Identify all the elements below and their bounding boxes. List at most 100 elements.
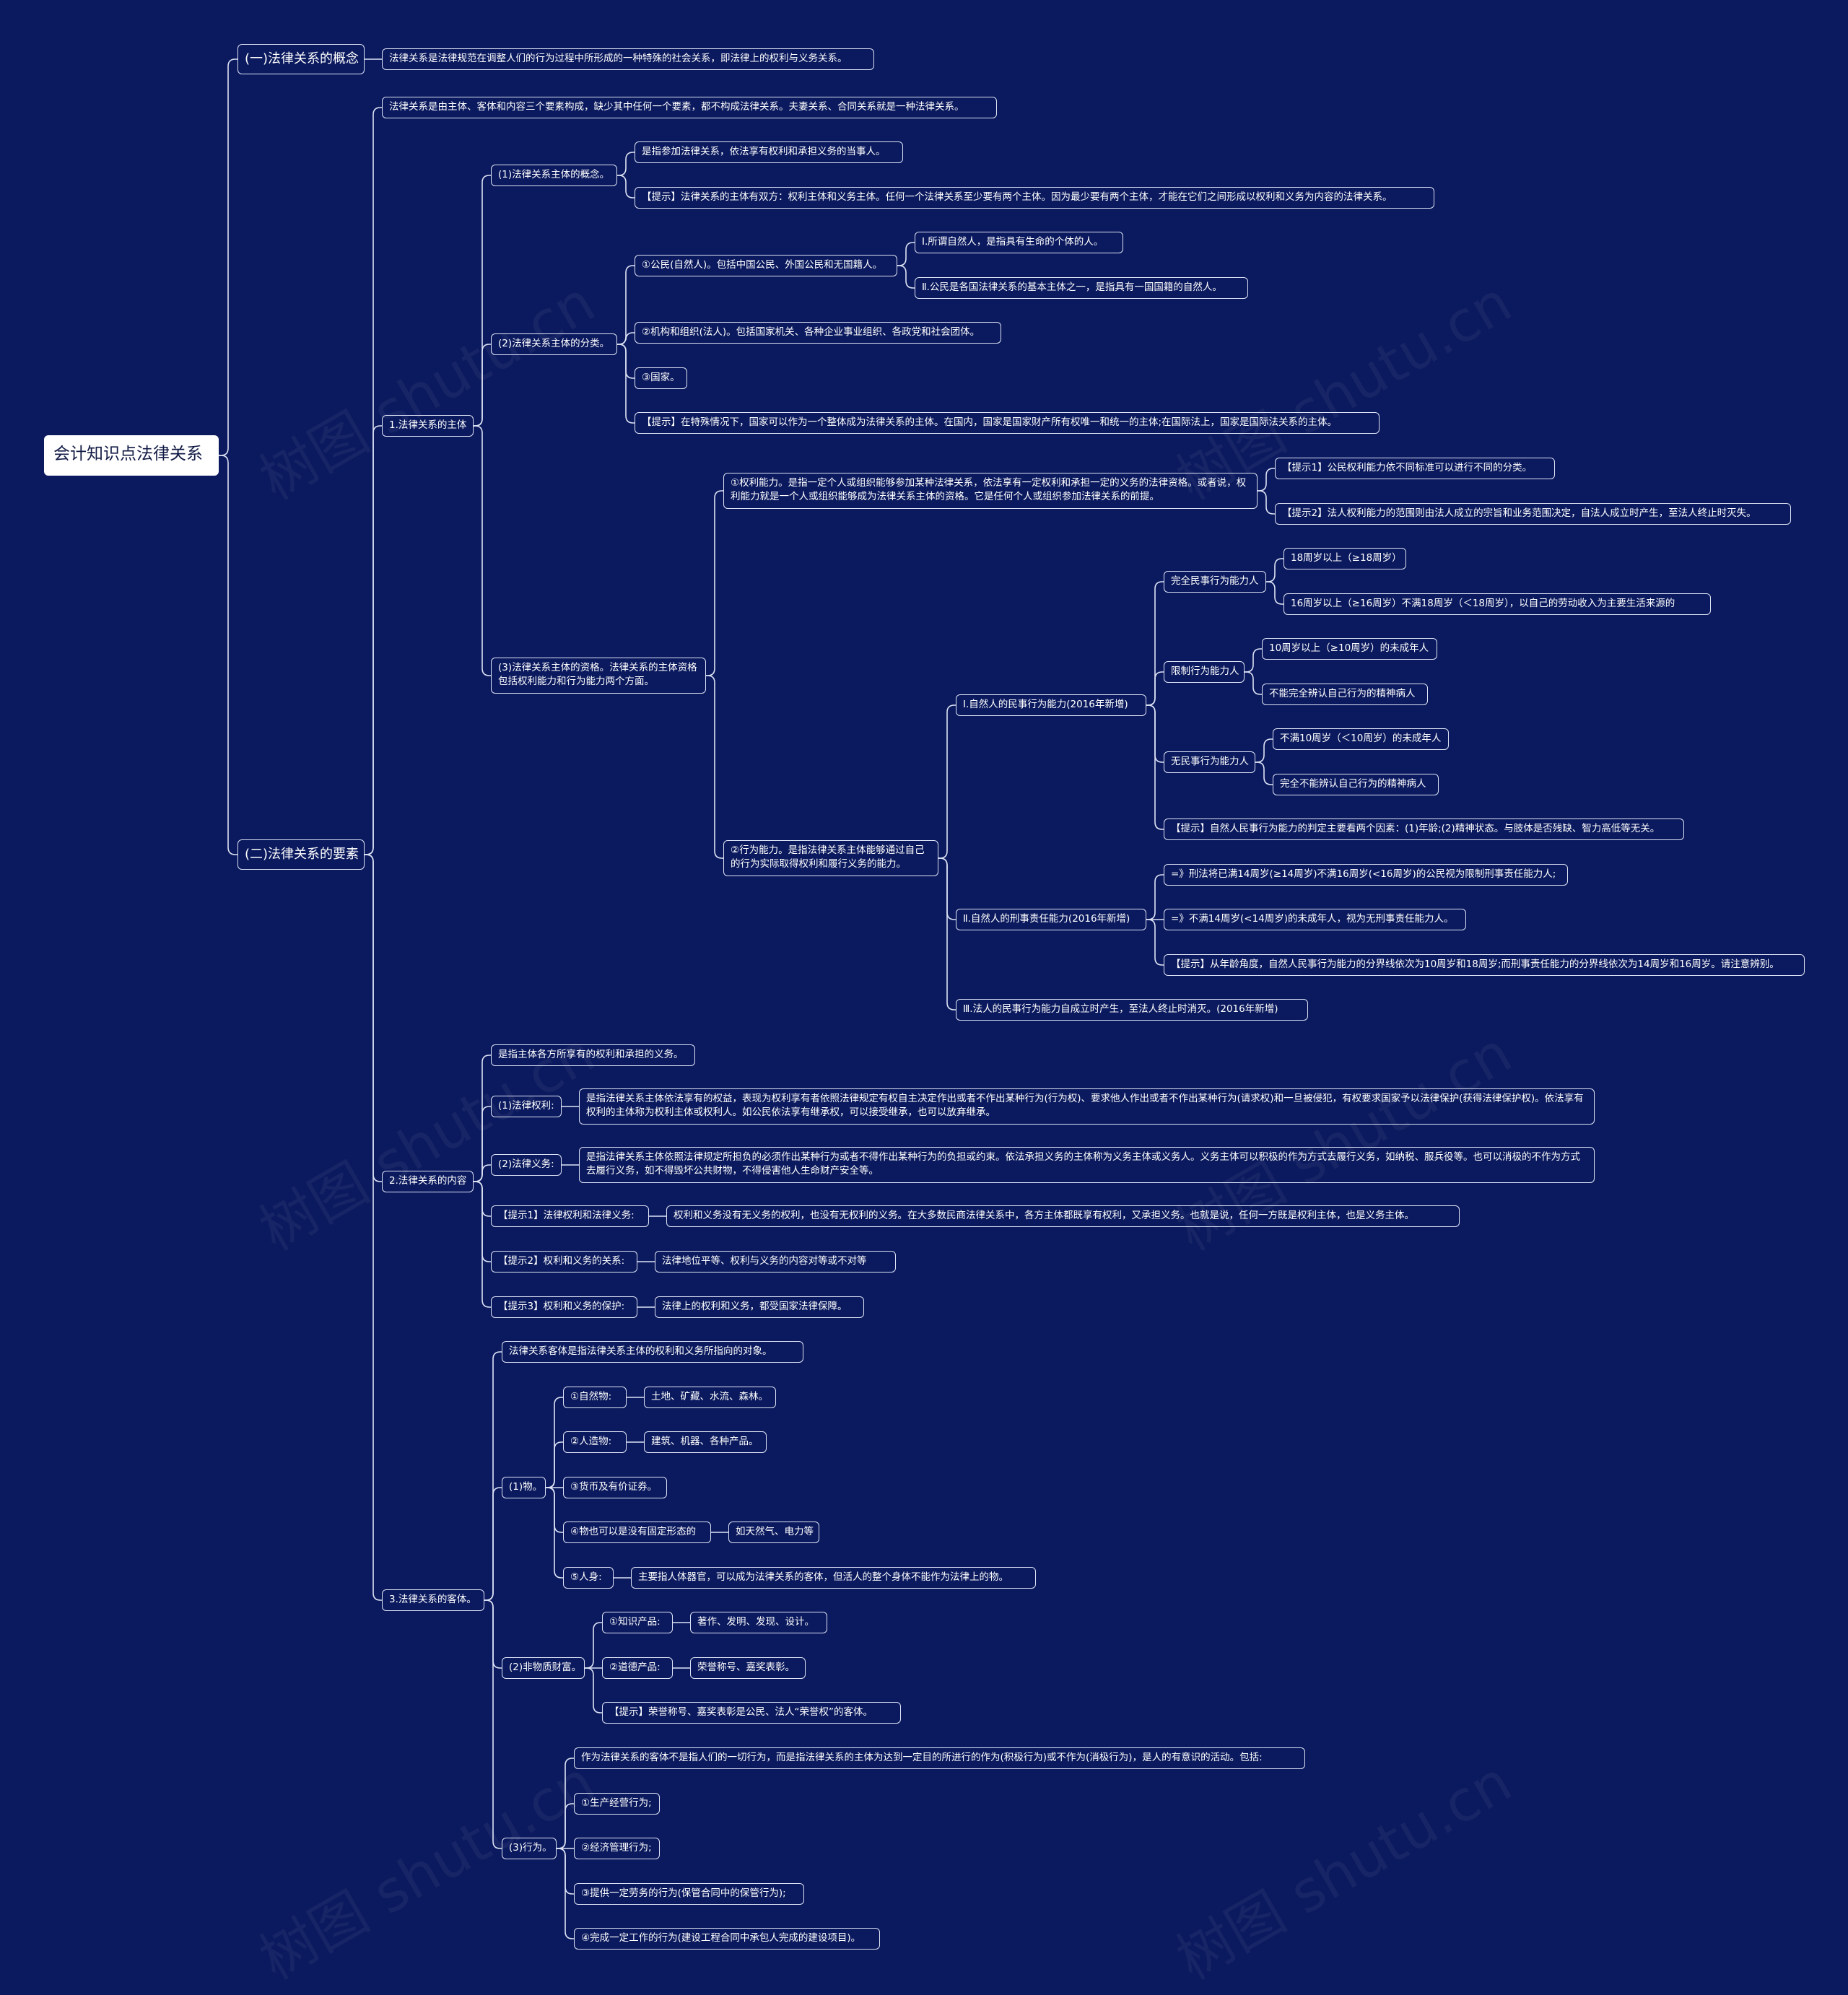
- legal-person-conduct[interactable]: Ⅲ.法人的民事行为能力自成立时产生，至法人终止时消灭。(2016年新增): [956, 999, 1308, 1021]
- connector-s2-s2c: [474, 1164, 491, 1182]
- rights-capacity-tip-1[interactable]: 【提示1】公民权利能力依不同标准可以进行不同的分类。: [1275, 458, 1555, 479]
- connector-s3b-s3b2: [546, 1441, 563, 1488]
- connector-s1b1-s1b1b: [897, 265, 915, 289]
- connector-root-n2: [219, 455, 237, 855]
- intellectual-products-examples[interactable]: 著作、发明、发现、设计。: [690, 1612, 827, 1633]
- connector-lim-lim1: [1245, 648, 1262, 673]
- management-conduct[interactable]: ②经济管理行为;: [574, 1838, 660, 1859]
- moral-products-examples[interactable]: 荣誉称号、嘉奖表彰。: [690, 1657, 806, 1679]
- man-made-objects[interactable]: ②人造物:: [563, 1431, 627, 1453]
- connector-s1c2-s1c2a: [938, 704, 956, 859]
- topic-elements[interactable]: (二)法律关系的要素: [237, 839, 365, 870]
- connector-s1c2b-crim3: [1146, 919, 1164, 966]
- connector-s1c1-s1c1b: [1258, 490, 1275, 515]
- connector-s1c2b-crim1: [1146, 874, 1164, 920]
- production-conduct[interactable]: ①生产经营行为;: [574, 1793, 660, 1815]
- civil-conduct-capacity[interactable]: Ⅰ.自然人的民事行为能力(2016年新增): [956, 694, 1146, 716]
- non-material-wealth[interactable]: (2)非物质财富。: [502, 1657, 585, 1679]
- human-body[interactable]: ⑤人身:: [563, 1567, 614, 1589]
- legal-rights[interactable]: (1)法律权利:: [491, 1096, 562, 1117]
- criminal-tip[interactable]: 【提示】从年龄角度，自然人民事行为能力的分界线依次为10周岁和18周岁;而刑事责…: [1164, 954, 1805, 976]
- object-definition[interactable]: 法律关系客体是指法律关系主体的权利和义务所指向的对象。: [502, 1341, 803, 1363]
- elements-summary[interactable]: 法律关系是由主体、客体和内容三个要素构成，缺少其中任何一个要素，都不构成法律关系…: [382, 97, 997, 118]
- state-tip[interactable]: 【提示】在特殊情况下，国家可以作为一个整体成为法律关系的主体。在国内，国家是国家…: [635, 412, 1380, 434]
- intellectual-products[interactable]: ①知识产品:: [602, 1612, 673, 1633]
- topic-concept[interactable]: (一)法律关系的概念: [237, 44, 365, 74]
- subject-node[interactable]: 1.法律关系的主体: [382, 415, 474, 437]
- no-capacity-mental[interactable]: 完全不能辨认自己行为的精神病人: [1273, 774, 1439, 795]
- criminal-limited[interactable]: =》刑法将已满14周岁(≥14周岁)不满16周岁(<16周岁)的公民视为限制刑事…: [1164, 864, 1568, 886]
- connector-s1a-s1a2: [617, 175, 635, 198]
- state-node[interactable]: ③国家。: [635, 367, 687, 389]
- citizen-definition[interactable]: Ⅱ.公民是各国法律关系的基本主体之一，是指具有一国国籍的自然人。: [915, 277, 1248, 299]
- limited-capacity-person[interactable]: 限制行为能力人: [1164, 661, 1245, 683]
- subject-concept-tip[interactable]: 【提示】法律关系的主体有双方：权利主体和义务主体。任何一个法律关系至少要有两个主…: [635, 187, 1434, 209]
- limited-capacity-minor[interactable]: 10周岁以上（≥10周岁）的未成年人: [1262, 638, 1437, 660]
- legal-person-node[interactable]: ②机构和组织(法人)。包括国家机关、各种企业事业组织、各政党和社会团体。: [635, 322, 1001, 344]
- rights-capacity[interactable]: ①权利能力。是指一定个人或组织能够参加某种法律关系，依法享有一定权利和承担一定的…: [723, 473, 1258, 509]
- legal-rights-definition[interactable]: 是指法律关系主体依法享有的权益，表现为权利享有者依照法律规定有权自主决定作出或者…: [579, 1088, 1595, 1125]
- no-capacity-minor[interactable]: 不满10周岁（＜10周岁）的未成年人: [1273, 728, 1449, 750]
- tip-rights-obligations[interactable]: 【提示1】法律权利和法律义务:: [491, 1205, 649, 1227]
- connector-s3-s3d: [484, 1599, 502, 1849]
- natural-objects-examples[interactable]: 土地、矿藏、水流、森林。: [644, 1387, 776, 1408]
- concept-definition[interactable]: 法律关系是法律规范在调整人们的行为过程中所形成的一种特殊的社会关系，即法律上的权…: [382, 48, 874, 70]
- legal-obligations-definition[interactable]: 是指法律关系主体依照法律规定所担负的必须作出某种行为或者不得作出某种行为的负担或…: [579, 1147, 1595, 1183]
- subject-concept-definition[interactable]: 是指参加法律关系，依法享有权利和承担义务的当事人。: [635, 141, 903, 163]
- limited-capacity-mental[interactable]: 不能完全辨认自己行为的精神病人: [1262, 684, 1428, 705]
- formless-objects[interactable]: ④物也可以是没有固定形态的: [563, 1522, 711, 1543]
- connector-s1-s1c: [474, 425, 491, 676]
- natural-objects[interactable]: ①自然物:: [563, 1387, 627, 1408]
- criminal-capacity[interactable]: Ⅱ.自然人的刑事责任能力(2016年新增): [956, 909, 1146, 930]
- connector-s3d-s3d4: [557, 1848, 574, 1939]
- connector-s1b-s1b2: [617, 332, 635, 345]
- currency-securities[interactable]: ③货币及有价证券。: [563, 1477, 667, 1498]
- root-topic[interactable]: 会计知识点法律关系: [44, 435, 219, 476]
- connector-root-n1: [219, 58, 237, 456]
- service-conduct[interactable]: ③提供一定劳务的行为(保管合同中的保管行为);: [574, 1883, 804, 1905]
- civil-capacity-tip[interactable]: 【提示】自然人民事行为能力的判定主要看两个因素：(1)年龄;(2)精神状态。与肢…: [1164, 818, 1684, 840]
- tip-rights-obligations-text[interactable]: 权利和义务没有无义务的权利，也没有无权利的义务。在大多数民商法律关系中，各方主体…: [666, 1205, 1460, 1227]
- conduct-capacity[interactable]: ②行为能力。是指法律关系主体能够通过自己的行为实际取得权利和履行义务的能力。: [723, 840, 938, 876]
- tip-relationship[interactable]: 【提示2】权利和义务的关系:: [491, 1251, 637, 1272]
- natural-person-definition[interactable]: Ⅰ.所谓自然人，是指具有生命的个体的人。: [915, 232, 1123, 253]
- connector-lim-lim2: [1245, 671, 1262, 695]
- man-made-objects-examples[interactable]: 建筑、机器、各种产品。: [644, 1431, 767, 1453]
- connector-s3b-s3b5: [546, 1487, 563, 1579]
- work-completion-conduct[interactable]: ④完成一定工作的行为(建设工程合同中承包人完成的建设项目)。: [574, 1928, 880, 1950]
- connector-n2-s1: [365, 425, 382, 855]
- honor-right-tip[interactable]: 【提示】荣誉称号、嘉奖表彰是公民、法人“荣誉权”的客体。: [602, 1702, 901, 1724]
- subject-concept[interactable]: (1)法律关系主体的概念。: [491, 165, 617, 186]
- subject-qualification[interactable]: (3)法律关系主体的资格。法律关系的主体资格包括权利能力和行为能力两个方面。: [491, 658, 706, 694]
- moral-products[interactable]: ②道德产品:: [602, 1657, 673, 1679]
- tip-protection-text[interactable]: 法律上的权利和义务，都受国家法律保障。: [655, 1296, 864, 1318]
- conduct-definition[interactable]: 作为法律关系的客体不是指人们的一切行为，而是指法律关系的主体为达到一定目的所进行…: [574, 1747, 1305, 1769]
- tip-protection[interactable]: 【提示3】权利和义务的保护:: [491, 1296, 637, 1318]
- full-capacity-person[interactable]: 完全民事行为能力人: [1164, 571, 1266, 593]
- connector-none-none1: [1255, 738, 1273, 763]
- rights-capacity-tip-2[interactable]: 【提示2】法人权利能力的范围则由法人成立的宗旨和业务范围决定，自法人成立时产生，…: [1275, 503, 1791, 525]
- connector-s3c-s3c3: [585, 1667, 602, 1714]
- connector-s2-s2f: [474, 1181, 491, 1308]
- object-things[interactable]: (1)物。: [502, 1477, 546, 1498]
- citizen-node[interactable]: ①公民(自然人)。包括中国公民、外国公民和无国籍人。: [635, 255, 897, 276]
- tip-relationship-text[interactable]: 法律地位平等、权利与义务的内容对等或不对等: [655, 1251, 896, 1272]
- criminal-none[interactable]: =》不满14周岁(<14周岁)的未成年人，视为无刑事责任能力人。: [1164, 909, 1466, 930]
- connector-s1c-s1c2: [706, 675, 723, 859]
- object-conduct[interactable]: (3)行为。: [502, 1838, 557, 1859]
- connector-s1b-s1b4: [617, 344, 635, 424]
- object-node[interactable]: 3.法律关系的客体。: [382, 1589, 484, 1611]
- full-capacity-age-16[interactable]: 16周岁以上（≥16周岁）不满18周岁（＜18周岁），以自己的劳动收入为主要生活…: [1283, 593, 1711, 615]
- content-node[interactable]: 2.法律关系的内容: [382, 1171, 474, 1192]
- subject-classification[interactable]: (2)法律关系主体的分类。: [491, 333, 617, 355]
- connector-s3-s3b: [484, 1487, 502, 1601]
- content-definition[interactable]: 是指主体各方所享有的权利和承担的义务。: [491, 1044, 695, 1066]
- full-capacity-age-18[interactable]: 18周岁以上（≥18周岁）: [1283, 548, 1406, 569]
- human-body-text[interactable]: 主要指人体器官，可以成为法律关系的客体，但活人的整个身体不能作为法律上的物。: [631, 1567, 1036, 1589]
- connector-full-full1: [1266, 558, 1283, 582]
- no-capacity-person[interactable]: 无民事行为能力人: [1164, 751, 1255, 773]
- legal-obligations[interactable]: (2)法律义务:: [491, 1154, 562, 1176]
- connector-s1b1-s1b1a: [897, 242, 915, 266]
- formless-objects-examples[interactable]: 如天然气、电力等: [728, 1522, 819, 1543]
